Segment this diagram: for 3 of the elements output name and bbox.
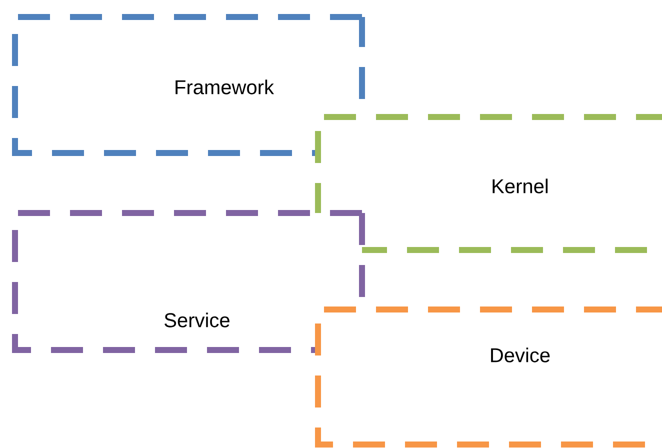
node-label: Kernel <box>492 178 548 194</box>
dashed-octagon: Device <box>315 306 662 448</box>
dashed-octagon: Kernel <box>315 114 662 253</box>
